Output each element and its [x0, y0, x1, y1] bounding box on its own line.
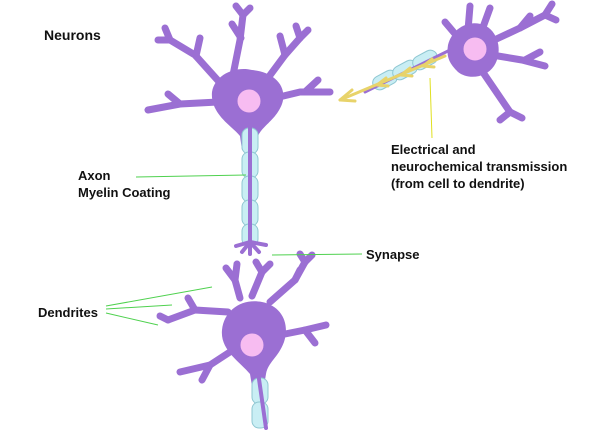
leader-axon	[135, 174, 247, 178]
neuron-right-nucleus	[462, 36, 488, 62]
label-dendrites: Dendrites	[38, 305, 98, 320]
leader-dendrites-1	[105, 286, 213, 307]
neuron-bottom-dendrites	[156, 250, 330, 384]
leader-transmission	[429, 77, 433, 139]
label-transmission-line-2: neurochemical transmission	[391, 159, 568, 174]
neuron-top-axon-terminals	[234, 240, 268, 256]
neuron-top-dendrites	[144, 2, 334, 114]
neuron-top-nucleus	[236, 88, 262, 114]
neuron-right	[338, 0, 560, 124]
neurons-group	[144, 0, 560, 430]
leader-dendrites-3	[105, 312, 159, 326]
neuron-bottom-axon	[256, 370, 268, 430]
diagram-title: Neurons	[44, 27, 101, 43]
neuron-bottom	[156, 250, 330, 430]
neuron-top	[144, 2, 334, 256]
leader-synapse	[271, 253, 363, 256]
label-transmission-line-3: (from cell to dendrite)	[391, 176, 525, 191]
label-transmission-line-1: Electrical and	[391, 142, 476, 157]
label-axon: Axon	[78, 168, 111, 183]
neuron-bottom-nucleus	[239, 332, 265, 358]
label-myelin-coating: Myelin Coating	[78, 185, 171, 200]
leader-lines	[105, 77, 433, 326]
label-synapse: Synapse	[366, 247, 420, 262]
leader-dendrites-2	[105, 304, 173, 310]
signal-arrows	[338, 54, 447, 103]
